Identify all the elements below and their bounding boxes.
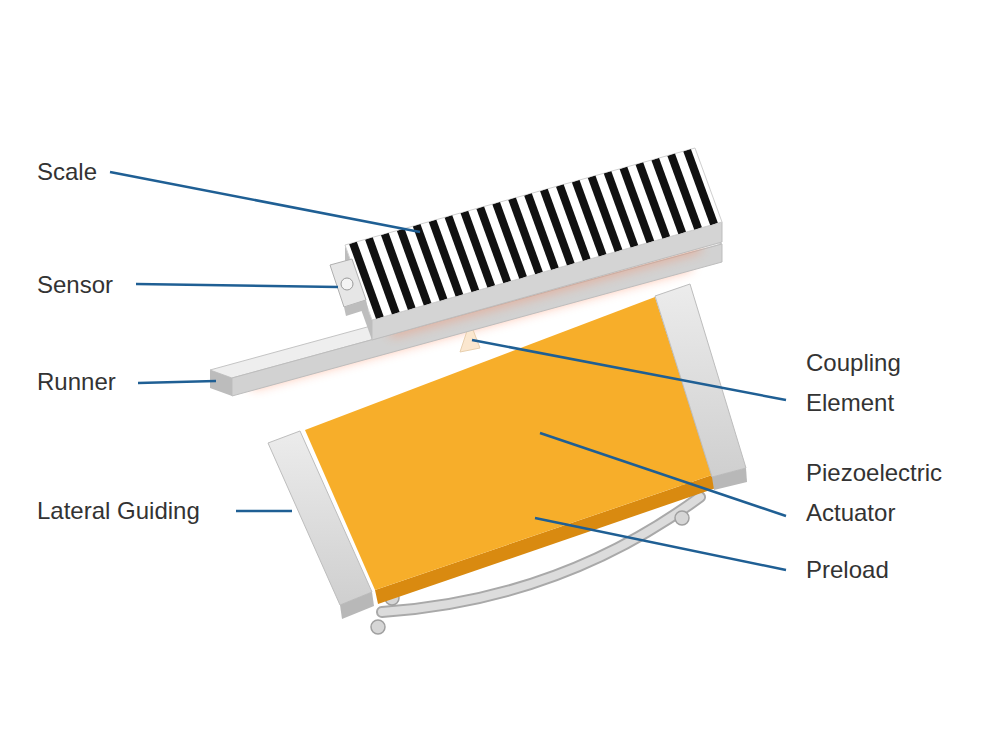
leader-lines [110, 172, 786, 570]
scale-stripe [687, 150, 714, 224]
part-label: Preload [806, 550, 976, 590]
leader-line [138, 381, 216, 383]
leader-line [472, 340, 786, 400]
part-label: Coupling Element [806, 343, 976, 423]
scale-bar [345, 148, 722, 340]
leader-line [136, 284, 338, 287]
part-label: Runner [37, 362, 135, 402]
part-label: Sensor [37, 265, 133, 305]
part-label: Piezoelectric Actuator [806, 453, 976, 533]
leader-line [110, 172, 420, 232]
leader-line [236, 510, 292, 513]
part-label: Lateral Guiding [37, 491, 233, 531]
leader-line [540, 433, 786, 516]
leader-line [535, 518, 786, 570]
part-label: Scale [37, 152, 107, 192]
